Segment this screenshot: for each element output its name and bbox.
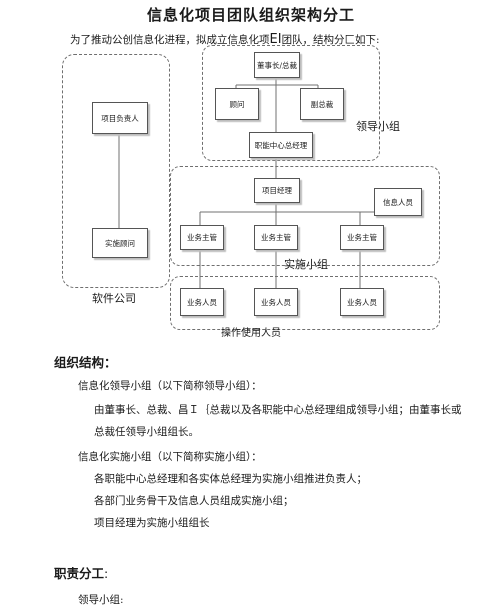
node-biz-staff-1: 业务人员	[180, 288, 224, 316]
node-project-manager: 项目经理	[254, 178, 300, 203]
duty-heading: 职责分工:	[54, 563, 108, 582]
duty-heading-colon: :	[104, 566, 109, 581]
document-title: 信息化项目团队组织架构分工	[146, 6, 355, 24]
connector-lines	[118, 76, 397, 288]
org-structure-heading: 组织结构：	[54, 355, 117, 370]
node-project-lead: 项目负责人	[92, 102, 148, 134]
node-chairman: 董事长/总裁	[254, 52, 300, 78]
intro-end-text: 团队，结构分匚如下:	[281, 34, 380, 46]
node-advisor: 顾问	[215, 88, 259, 120]
leadership-desc-2: 总裁任领导小组组长。	[94, 426, 199, 438]
leadership-group-label: 领导小组:	[78, 594, 124, 606]
node-impl-advisor: 实施顾问	[92, 228, 148, 258]
node-biz-staff-3: 业务人员	[340, 288, 384, 316]
impl-item-3: 项目经理为实施小组组长	[94, 517, 210, 529]
label-leadership-group: 领导小组	[356, 120, 400, 133]
implementation-group-boundary	[170, 166, 440, 266]
intro-paragraph: 为了推动公创信息化进程，拟成立信息化项EI团队，结构分匚如下:	[70, 32, 380, 47]
impl-title: 信息化实施小组（以下简称实施小组）：	[78, 451, 262, 463]
leadership-desc-1: 由董事长、总裁、昌Ｉ｛总裁以及各职能中心总经理组成领导小组；由董事长或	[94, 404, 462, 416]
node-info-staff: 信息人员	[374, 188, 422, 216]
node-vp: 副总裁	[300, 88, 344, 120]
duty-heading-text: 职责分工	[54, 566, 105, 581]
intro-mid-text: EI	[269, 32, 282, 47]
impl-item-1: 各职能中心总经理和各实体总经理为实施小组推进负责人；	[94, 473, 367, 485]
node-biz-supervisor-1: 业务主管	[180, 225, 224, 250]
org-chart: 董事长/总裁 顾问 副总裁 职能中心总经理 项目经理 信息人员 业务主管 业务主…	[58, 44, 440, 340]
operators-group-boundary	[170, 276, 440, 330]
impl-item-2: 各部门业务骨干及信息人员组成实施小组；	[94, 495, 294, 507]
software-company-boundary	[62, 54, 170, 288]
intro-text: 为了推动公创信息化进程，拟成立信息化项	[70, 34, 270, 46]
leadership-title: 信息化领导小组（以下简称领导小组）：	[78, 380, 262, 392]
leadership-group-boundary	[202, 45, 380, 161]
node-biz-supervisor-3: 业务主管	[340, 225, 384, 250]
label-implementation-group: 实施小组	[284, 258, 328, 271]
label-software-company: 软件公司	[92, 292, 136, 305]
node-biz-supervisor-2: 业务主管	[254, 225, 298, 250]
node-biz-staff-2: 业务人员	[254, 288, 298, 316]
node-center-gm: 职能中心总经理	[249, 132, 313, 158]
chart-caption: 操作使用人员	[221, 328, 281, 339]
